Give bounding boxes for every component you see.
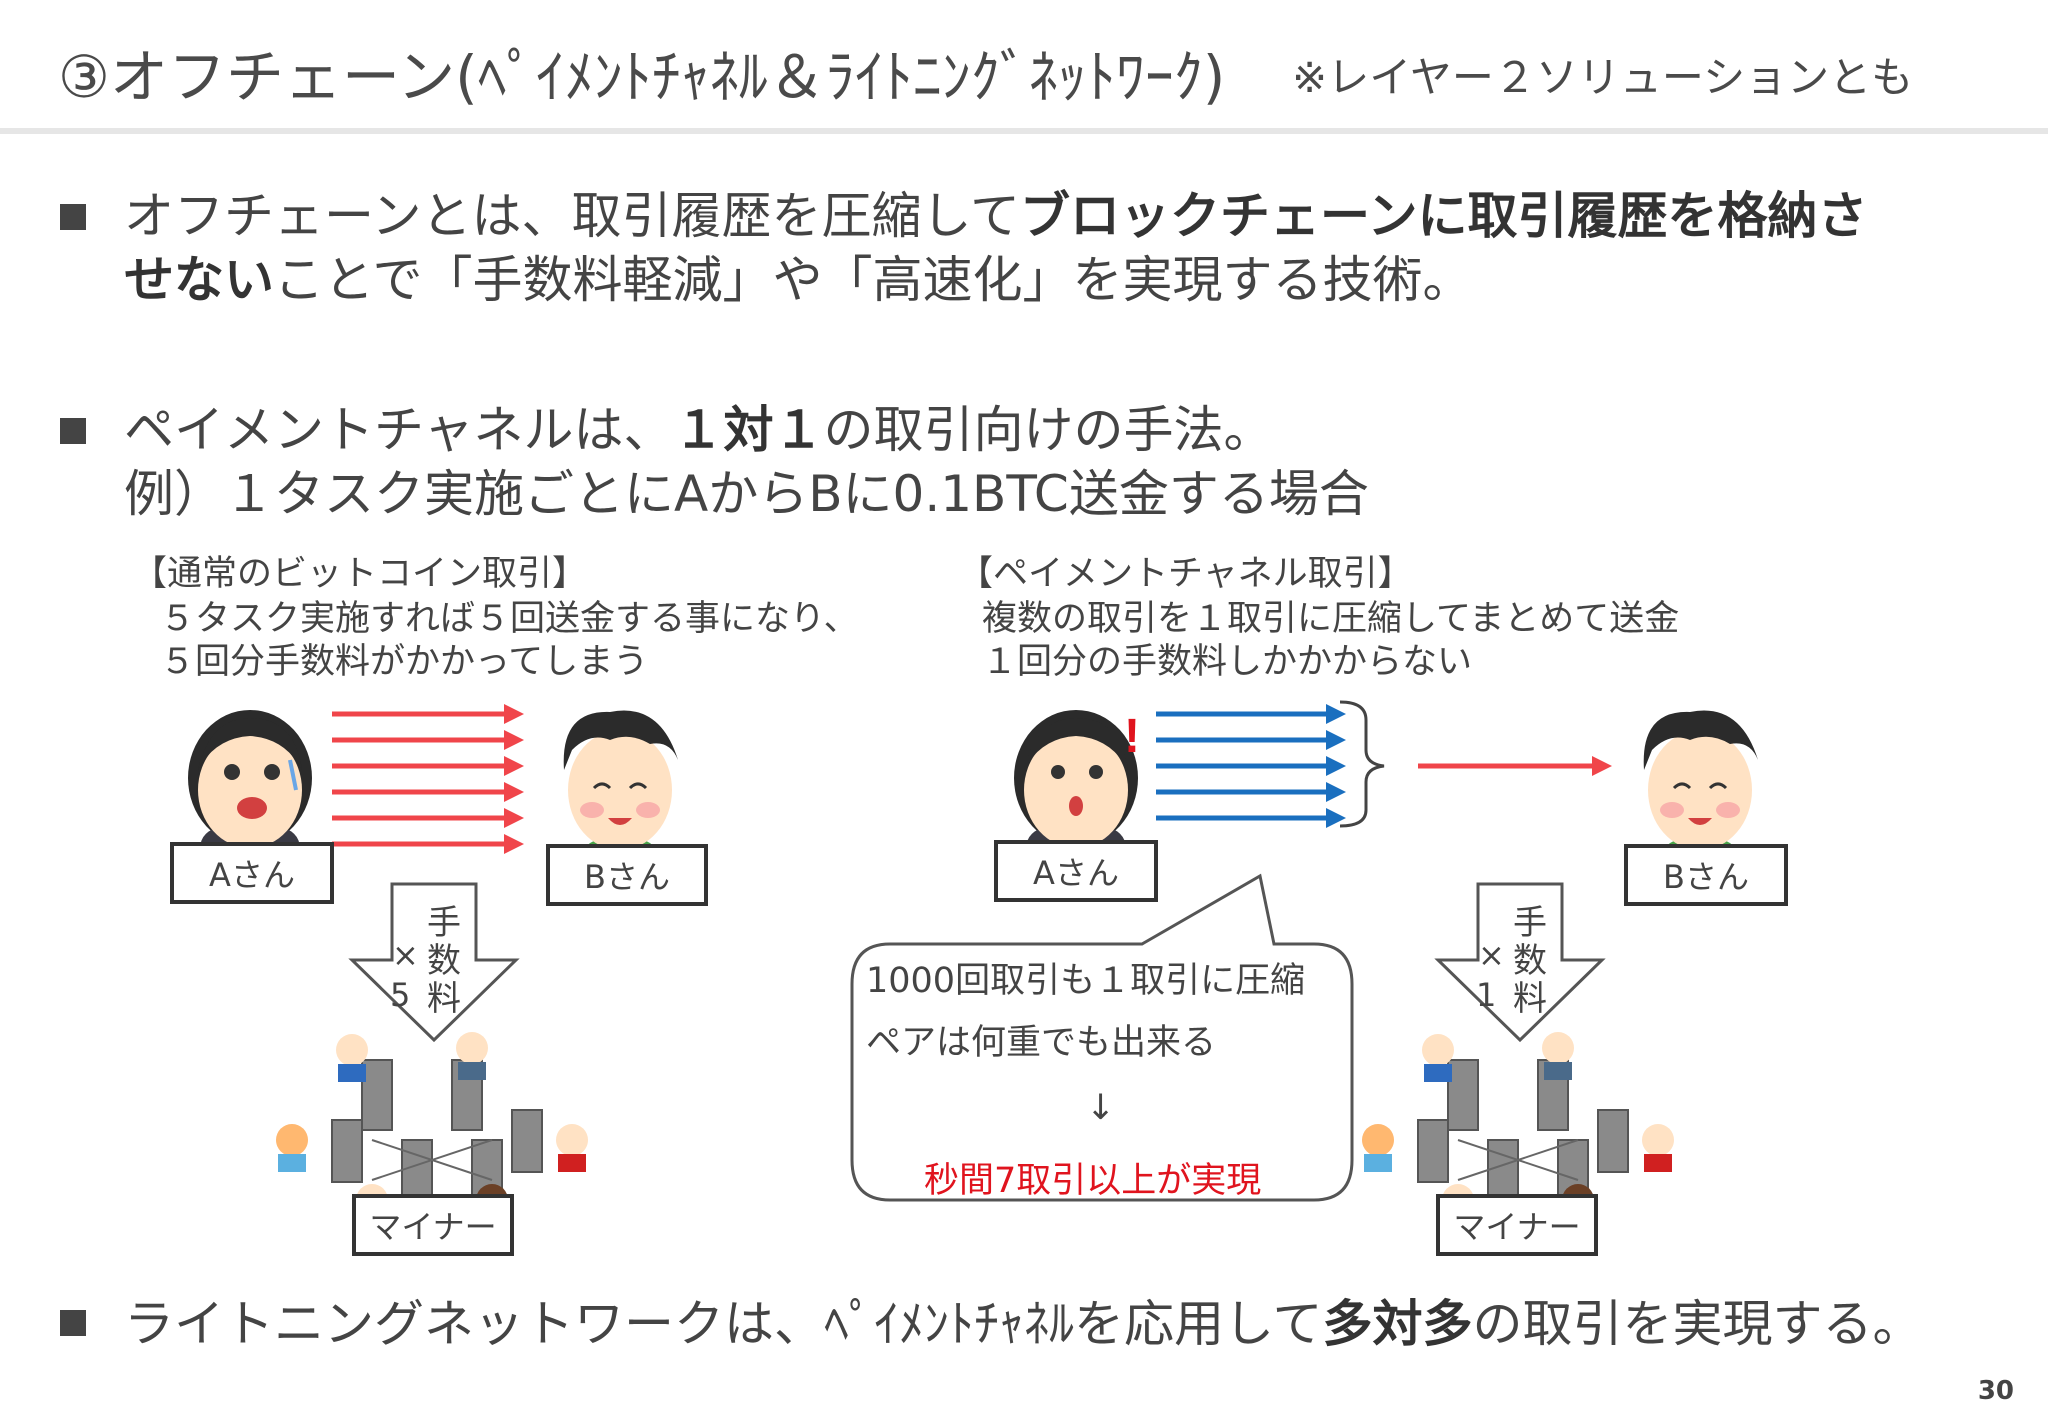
- bullet-1-text: オフチェーンとは、取引履歴を圧縮して: [124, 187, 1020, 245]
- miner-cluster-left: [275, 1031, 589, 1217]
- red-arrow-head: [504, 808, 524, 828]
- bullet-2-text: ペイメントチャネルは、: [124, 401, 674, 459]
- label-miner-right: マイナー: [1436, 1194, 1598, 1256]
- fee-char: 手: [427, 903, 461, 943]
- bubble-line-2: ペアは何重でも出来る: [866, 1023, 1217, 1063]
- neutral-face-right: !: [1051, 710, 1140, 816]
- blue-arrow-head: [1326, 756, 1346, 776]
- brace-icon: [1339, 700, 1385, 828]
- surprised-face-left: [224, 759, 298, 819]
- red-arrow-head: [504, 834, 524, 854]
- red-arrow-head: [504, 704, 524, 724]
- bullet-2-example: 例）１タスク実施ごとにAからBに0.1BTC送金する場合: [124, 465, 1369, 523]
- blue-arrow-head: [1326, 730, 1346, 750]
- left-case-desc-1: ５タスク実施すれば５回送金する事になり、: [160, 599, 859, 639]
- fee-multiplier-right: ×: [1478, 936, 1505, 974]
- bullet-3: ライトニングネットワークは、ﾍﾟｲﾒﾝﾄﾁｬﾈﾙを応用して多対多の取引を実現する…: [124, 1292, 1923, 1356]
- fee-char: 数: [427, 941, 461, 981]
- left-case-desc-2: ５回分手数料がかかってしまう: [160, 642, 649, 682]
- blue-arrow-head: [1326, 808, 1346, 828]
- bullet-1-text-2: ことで「手数料軽減」や「高速化」を実現する技術。: [274, 251, 1473, 309]
- fee-arrow-right: [1434, 882, 1606, 1043]
- left-transaction-arrows: [332, 704, 524, 854]
- bullet-square-1: [60, 204, 86, 230]
- right-case-desc-2: １回分の手数料しかかからない: [982, 642, 1473, 682]
- bullet-2-text-post: の取引向けの手法。: [823, 401, 1274, 459]
- bubble-down-arrow-icon: ↓: [1086, 1088, 1116, 1128]
- bullet-2: ペイメントチャネルは、１対１の取引向けの手法。 例）１タスク実施ごとにAからBに…: [124, 398, 1369, 526]
- left-case-heading: 【通常のビットコイン取引】: [132, 554, 588, 594]
- title-divider: [0, 128, 2048, 134]
- bullet-1: オフチェーンとは、取引履歴を圧縮してブロックチェーンに取引履歴を格納さ せないこ…: [124, 184, 1868, 312]
- speech-bubble: [850, 873, 1354, 1202]
- miner-cluster-right: [1361, 1031, 1675, 1217]
- label-person-b-right: Bさん: [1624, 844, 1788, 906]
- label-miner-left: マイナー: [352, 1194, 514, 1256]
- fee-label-right: 手 数 料: [1510, 904, 1550, 1018]
- fee-char: 料: [1513, 979, 1547, 1019]
- bullet-3-text: ライトニングネットワークは、ﾍﾟｲﾒﾝﾄﾁｬﾈﾙを応用して: [124, 1295, 1323, 1353]
- bullet-square-3: [60, 1310, 86, 1336]
- bullet-2-bold: １対１: [673, 401, 824, 459]
- right-transaction-arrows: [1156, 704, 1346, 828]
- fee-char: 数: [1513, 941, 1547, 981]
- page-number: 30: [1977, 1376, 2014, 1406]
- fee-char: 手: [1513, 903, 1547, 943]
- fee-arrow-left: [348, 882, 520, 1043]
- blue-arrow-head: [1326, 782, 1346, 802]
- red-arrow-head: [504, 782, 524, 802]
- fee-multiplier-left: ×: [392, 936, 419, 974]
- bubble-result: 秒間7取引以上が実現: [924, 1161, 1262, 1201]
- label-person-a-left: Aさん: [170, 842, 334, 904]
- title-note: ※レイヤー２ソリューションとも: [1292, 53, 1914, 102]
- right-case-desc-1: 複数の取引を１取引に圧縮してまとめて送金: [982, 599, 1680, 639]
- fee-char: 料: [427, 979, 461, 1019]
- right-case-heading: 【ペイメントチャネル取引】: [958, 554, 1413, 594]
- fee-label-left: 手 数 料: [424, 904, 464, 1018]
- bullet-1-bold-2: せない: [124, 251, 274, 309]
- bullet-3-bold: 多対多: [1322, 1295, 1473, 1353]
- red-arrow-head: [504, 756, 524, 776]
- fee-count-left: 5: [390, 976, 411, 1014]
- page-title: ③オフチェーン(ﾍﾟｲﾒﾝﾄﾁｬﾈﾙ＆ﾗｲﾄﾆﾝｸﾞﾈｯﾄﾜｰｸ): [58, 43, 1226, 111]
- fee-count-right: 1: [1476, 976, 1497, 1014]
- combined-transaction-arrow: [1418, 756, 1612, 776]
- bubble-line-1: 1000回取引も１取引に圧縮: [866, 961, 1306, 1001]
- label-person-b-left: Bさん: [546, 844, 708, 906]
- exclamation-icon: !: [1124, 710, 1140, 763]
- blue-arrow-head: [1326, 704, 1346, 724]
- red-arrow-head: [504, 730, 524, 750]
- bullet-1-bold: ブロックチェーンに取引履歴を格納さ: [1020, 187, 1868, 245]
- bullet-square-2: [60, 418, 86, 444]
- label-person-a-right: Aさん: [994, 840, 1158, 902]
- bullet-3-text-post: の取引を実現する。: [1472, 1295, 1923, 1353]
